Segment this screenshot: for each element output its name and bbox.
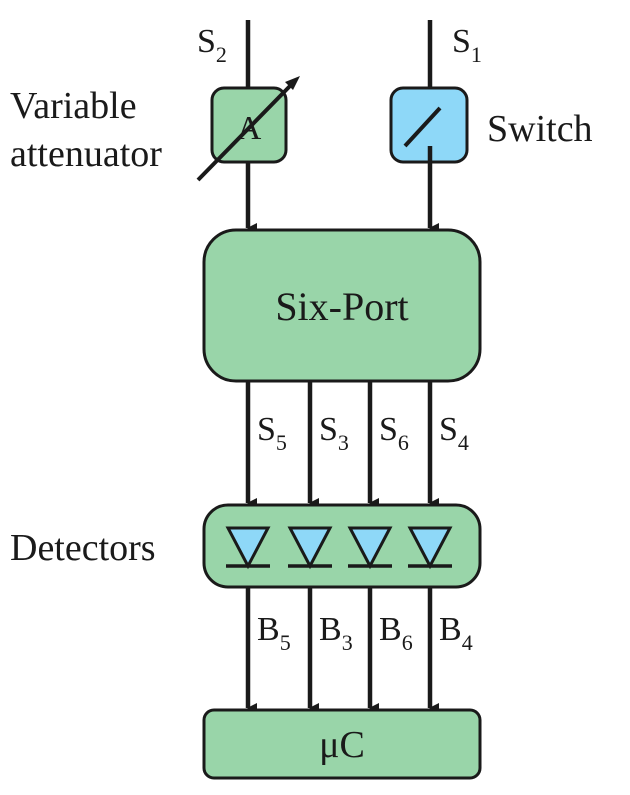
signal-label-s2: S2 (197, 23, 227, 67)
switch-icon (403, 106, 442, 148)
signal-label-b6: B6 (379, 611, 413, 655)
sixport-block (202, 228, 482, 383)
signal-label-s5: S5 (257, 411, 287, 455)
signal-label-b5: B5 (257, 611, 291, 655)
label-switch: Switch (487, 108, 593, 150)
label-detectors: Detectors (10, 527, 156, 569)
signal-label-s4: S4 (439, 411, 469, 455)
sixport-label: Six-Port (275, 284, 408, 329)
diode-icon (407, 526, 453, 570)
signal-label-s6: S6 (379, 411, 409, 455)
label-attenuator: attenuator (10, 133, 162, 175)
signal-label-b3: B3 (319, 611, 353, 655)
microcontroller-label: μC (319, 724, 365, 766)
diode-icon (287, 526, 333, 570)
variable-arrow-icon (196, 76, 300, 182)
signal-label-b4: B4 (439, 611, 473, 655)
signal-label-s1: S1 (452, 23, 482, 67)
diode-icon (347, 526, 393, 570)
signal-label-s3: S3 (319, 411, 349, 455)
microcontroller-block (202, 708, 482, 780)
diode-icon (225, 526, 271, 570)
label-variable: Variable (10, 85, 137, 127)
